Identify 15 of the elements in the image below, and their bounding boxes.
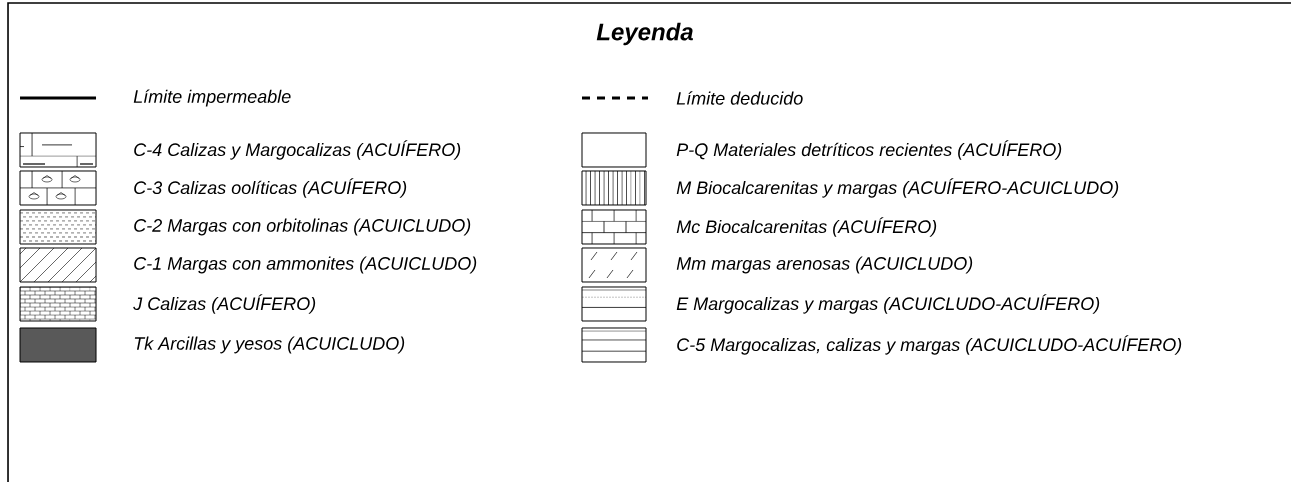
legend-label: C-2 Margas con orbitolinas (ACUICLUDO) [134,218,471,236]
legend-label: C-1 Margas con ammonites (ACUICLUDO) [134,256,477,274]
legend-label: Mm margas arenosas (ACUICLUDO) [676,256,973,274]
legend-label: M Biocalcarenitas y margas (ACUÍFERO-ACUICLUDO) [676,178,1119,198]
legend-label: C-5 Margocalizas, calizas y margas (ACUICLUDO-ACUÍFERO) [677,335,1182,355]
legend-title: Leyenda [596,22,693,46]
legend-label: C-3 Calizas oolíticas (ACUÍFERO) [134,178,407,198]
legend-label: J Calizas (ACUÍFERO) [133,294,316,314]
legend-label: E Margocalizas y margas (ACUICLUDO-ACUÍFERO) [676,294,1100,314]
legend-label: C-4 Calizas y Margocalizas (ACUÍFERO) [134,140,461,160]
legend-label: Mc Biocalcarenitas (ACUÍFERO) [676,217,937,237]
legend-label: P-Q Materiales detríticos recientes (ACUÍFERO) [676,140,1062,160]
legend-label: Tk Arcillas y yesos (ACUICLUDO) [134,336,405,354]
legend-label: Límite impermeable [133,89,291,107]
legend-label: Límite deducido [676,91,803,105]
